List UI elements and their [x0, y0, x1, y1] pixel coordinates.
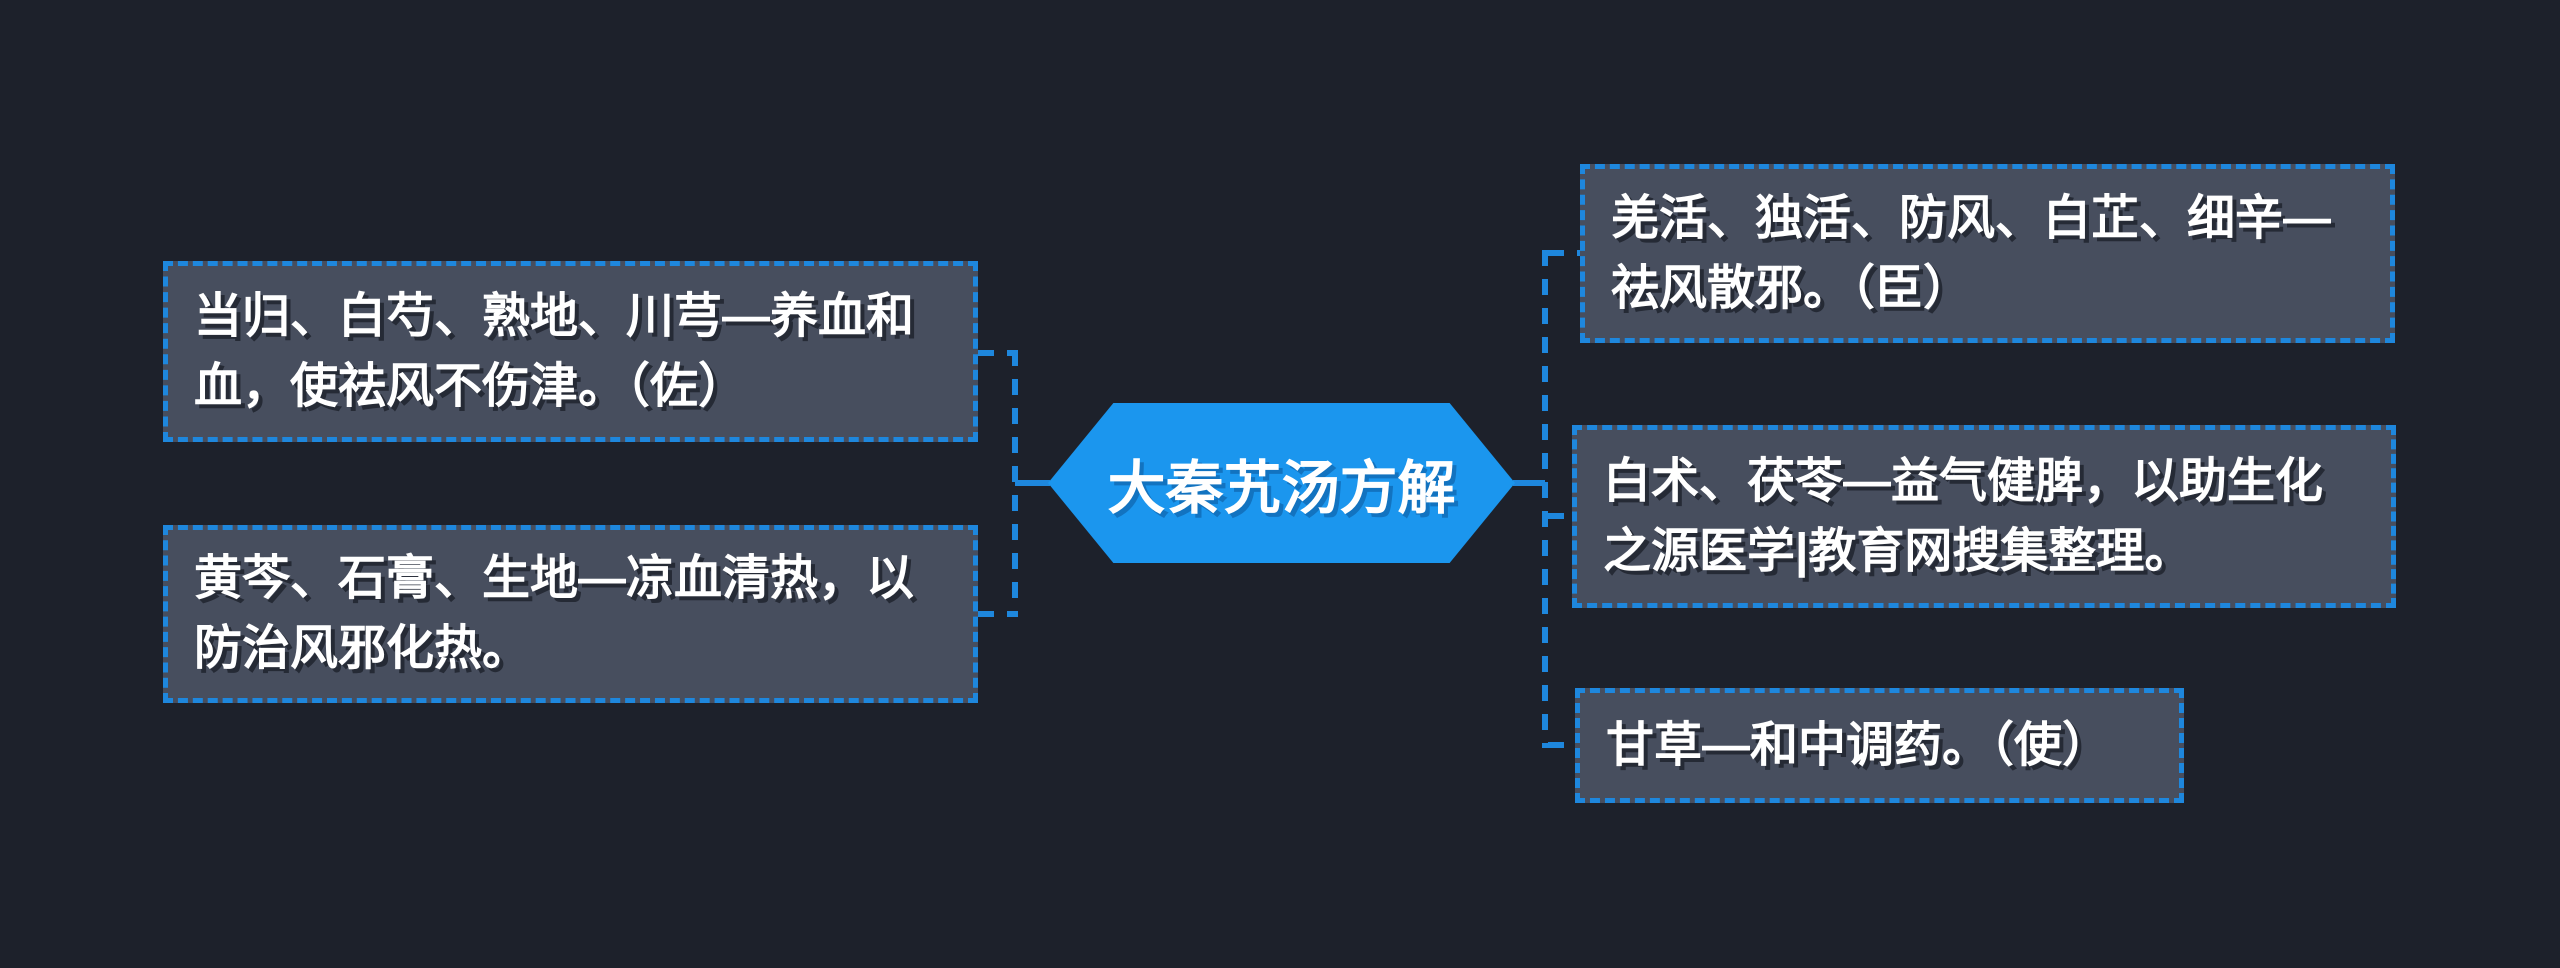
connector-right-stub-3 [1548, 742, 1575, 748]
connector-left-stub-2 [978, 611, 1015, 617]
branch-node-shi[interactable]: 甘草—和中调药。（使） [1575, 688, 2184, 803]
connector-right-stub-1 [1548, 250, 1580, 256]
connector-right-stub-2 [1548, 513, 1572, 519]
branch-node-label: 羌活、独活、防风、白芷、细辛—祛风散邪。（臣） [1611, 191, 2332, 315]
branch-node-label: 甘草—和中调药。（使） [1606, 718, 2111, 772]
branch-node-label: 当归、白芍、熟地、川芎—养血和血，使祛风不伤津。（佐） [194, 289, 915, 413]
connector-right-vertical [1542, 250, 1548, 748]
branch-node-liangxue[interactable]: 黄芩、石膏、生地—凉血清热，以防治风邪化热。 [163, 525, 978, 703]
connector-right-trunk [1513, 480, 1545, 486]
branch-node-label: 白术、茯苓—益气健脾，以助生化之源医学|教育网搜集整理。 [1603, 454, 2324, 578]
center-topic-node[interactable]: 大秦艽汤方解 [1048, 403, 1515, 563]
branch-node-zuo[interactable]: 当归、白芍、熟地、川芎—养血和血，使祛风不伤津。（佐） [163, 261, 978, 442]
connector-left-trunk [1015, 480, 1050, 486]
center-topic-label: 大秦艽汤方解 [1107, 456, 1456, 521]
connector-left-stub-1 [978, 350, 1015, 356]
branch-node-yiqi[interactable]: 白术、茯苓—益气健脾，以助生化之源医学|教育网搜集整理。 [1572, 425, 2396, 608]
connector-left-vertical [1012, 350, 1018, 617]
branch-node-label: 黄芩、石膏、生地—凉血清热，以防治风邪化热。 [194, 552, 915, 675]
branch-node-chen[interactable]: 羌活、独活、防风、白芷、细辛—祛风散邪。（臣） [1580, 164, 2395, 343]
